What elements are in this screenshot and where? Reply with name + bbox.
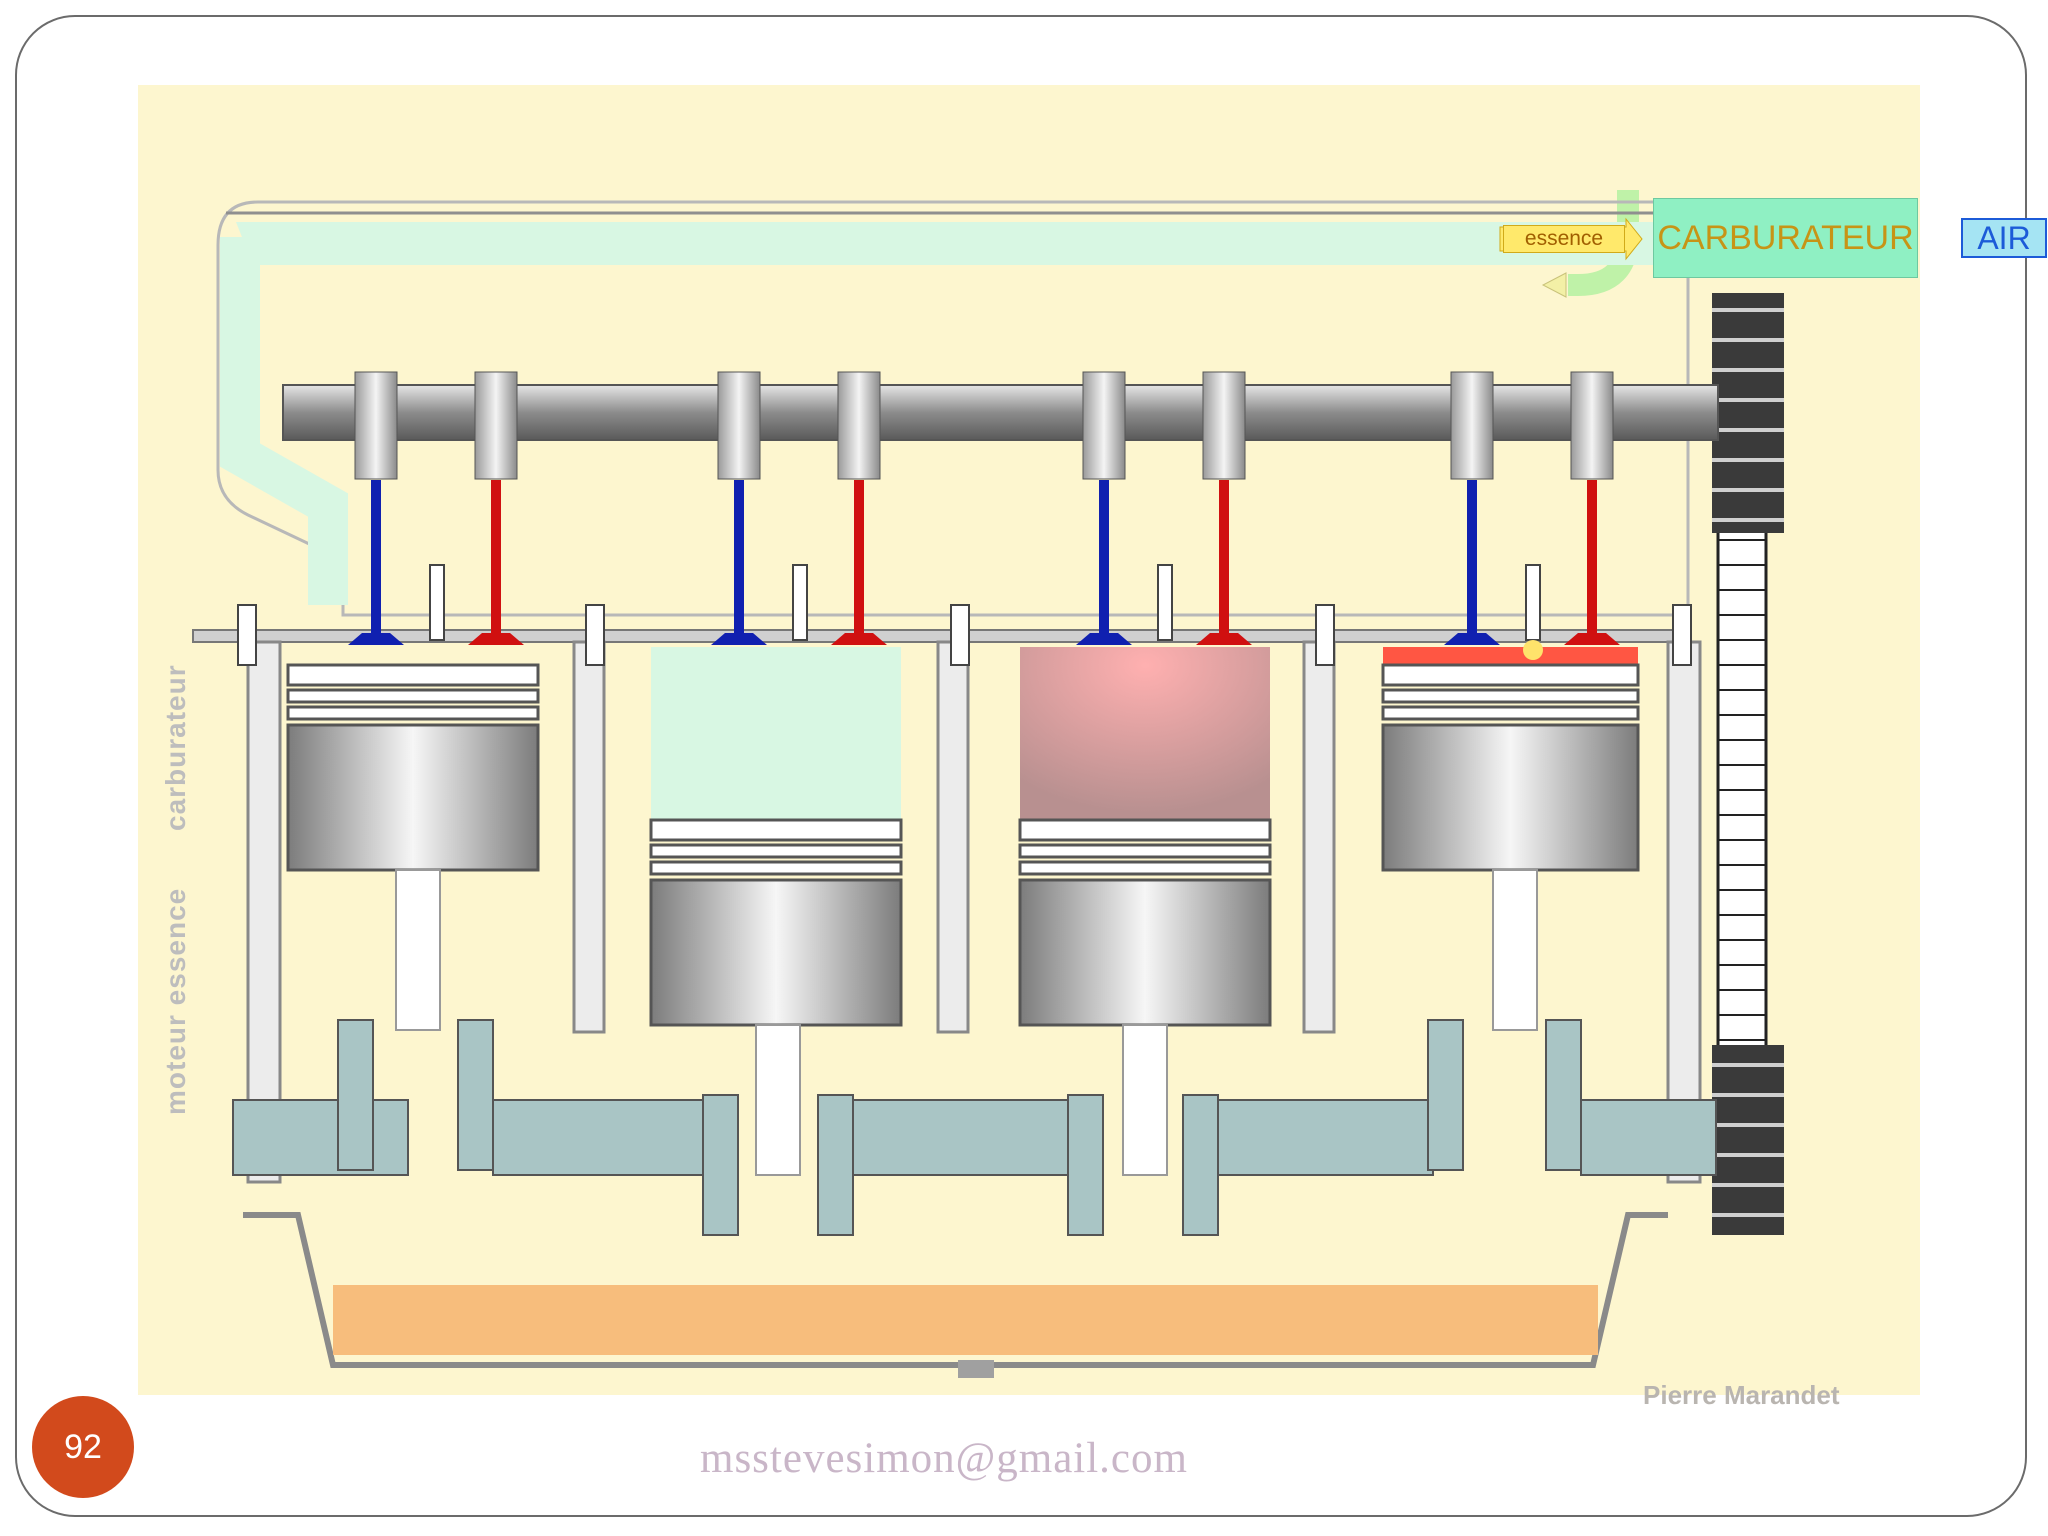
- air-label: AIR: [1961, 218, 2047, 258]
- cylinder-3-valvetrain: [1076, 371, 1252, 645]
- crankshaft: [232, 1019, 1717, 1236]
- author-signature: Pierre Marandet: [1643, 1380, 1840, 1410]
- side-caption-part1: moteur essence: [160, 887, 191, 1115]
- carburetor-box: CARBURATEUR: [1653, 198, 1918, 278]
- side-caption-part2: carburateur: [160, 664, 191, 831]
- cylinder-2-valvetrain: [711, 371, 887, 645]
- piston-4: [1381, 663, 1640, 1031]
- piston-2: [649, 818, 903, 1176]
- head-bolts: [237, 604, 1692, 666]
- engine-diagram: essence CARBURATEUR AIR Pierre Marandet: [138, 85, 2047, 1410]
- timing-chain: [1712, 293, 1784, 1235]
- side-caption: moteur essence carburateur: [160, 616, 192, 1115]
- footer-email: msstevesimon@gmail.com: [700, 1435, 1188, 1482]
- page-number-badge: 92: [32, 1396, 134, 1498]
- cylinder-2-intake-mixture: [651, 647, 901, 832]
- cylinder-4-valvetrain: [1444, 371, 1620, 660]
- fuel-label: essence: [1503, 225, 1625, 253]
- cylinder-1-valvetrain: [348, 371, 524, 645]
- piston-1: [286, 663, 540, 1031]
- oil-pan: [243, 1212, 1668, 1378]
- engine-block: [246, 640, 1702, 1184]
- piston-3: [1018, 818, 1272, 1176]
- cylinder-3-combustion: [1020, 647, 1270, 832]
